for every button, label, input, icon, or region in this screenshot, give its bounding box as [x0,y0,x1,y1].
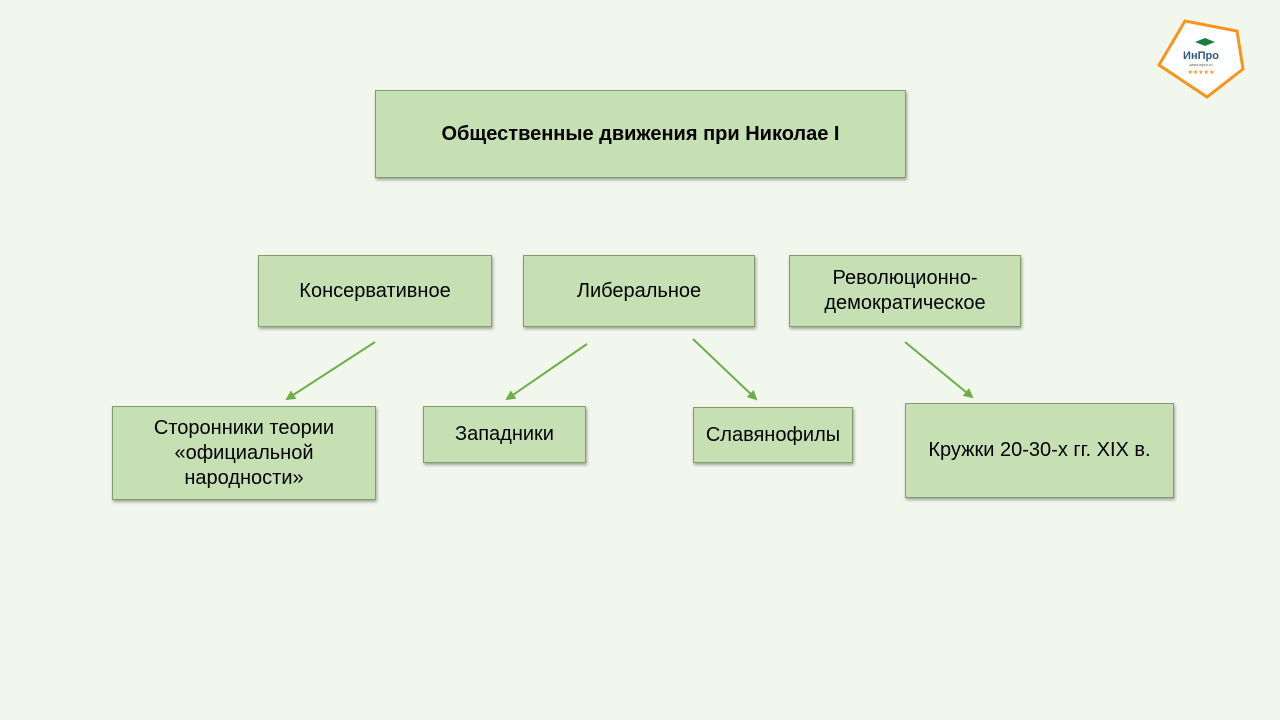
leaf-circles: Кружки 20-30-х гг. XIX в. [905,403,1174,498]
inpro-logo: ИнПро www.inpro.ru ★★★★★ [1155,17,1247,99]
arrow-revolutionary-to-circles [904,341,974,399]
arrow-liberal-to-westernizers [505,343,588,401]
logo-url: www.inpro.ru [1189,62,1212,67]
category-conservative: Консервативное [258,255,492,327]
leaf-label: Кружки 20-30-х гг. XIX в. [928,439,1151,461]
arrow-liberal-to-slavophiles [692,338,758,401]
category-label: Революционно-демократическое [824,267,986,314]
category-label: Консервативное [299,279,451,302]
diagram-title: Общественные движения при Николае I [441,122,840,145]
arrow-conservative-to-official [285,341,376,401]
diagram-title-box: Общественные движения при Николае I [375,90,906,178]
leaf-slavophiles: Славянофилы [693,407,853,463]
category-label: Либеральное [576,279,702,302]
leaf-label: Западники [455,423,554,445]
category-liberal: Либеральное [523,255,755,327]
svg-text:★★★★★: ★★★★★ [1188,69,1215,76]
category-revolutionary: Революционно-демократическое [789,255,1021,327]
logo-text: ИнПро [1183,50,1219,62]
leaf-label: Сторонники теории «официальной народност… [153,416,335,489]
leaf-label: Славянофилы [705,423,841,446]
leaf-official-nationality: Сторонники теории «официальной народност… [112,406,376,500]
leaf-westernizers: Западники [423,406,586,463]
